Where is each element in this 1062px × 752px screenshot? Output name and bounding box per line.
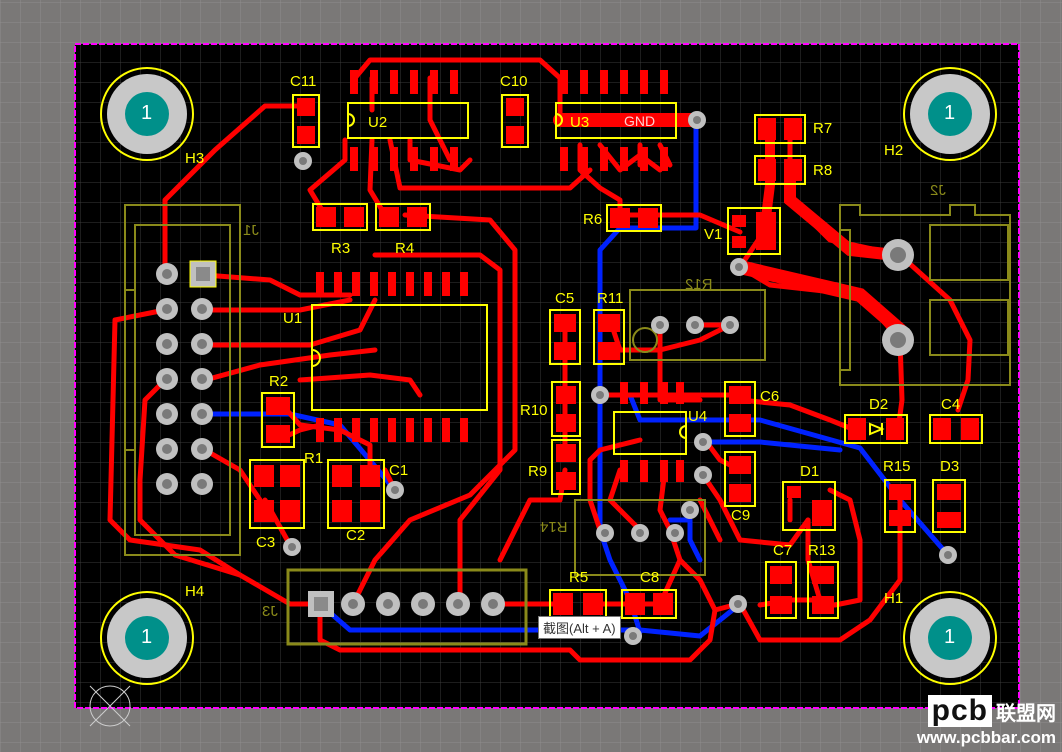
watermark-url: www.pcbbar.com xyxy=(916,728,1056,747)
watermark-pcb: pcb xyxy=(927,695,992,727)
label-d1: D1 xyxy=(800,463,820,480)
ic-u1 xyxy=(311,272,488,442)
screenshot-tooltip: 截图(Alt + A) xyxy=(538,616,621,639)
label-j3: J3 xyxy=(262,603,278,620)
label-c11: C11 xyxy=(290,73,317,90)
label-j1: J1 xyxy=(243,222,259,239)
label-r2: R2 xyxy=(269,373,289,390)
label-r8: R8 xyxy=(813,162,833,179)
label-d2: D2 xyxy=(869,396,889,413)
label-r7: R7 xyxy=(813,120,833,137)
origin-marker-icon xyxy=(89,685,131,727)
label-r13: R13 xyxy=(808,542,836,559)
connector-j1-outline xyxy=(124,204,241,556)
label-c2: C2 xyxy=(346,527,366,544)
watermark: pcb 联盟网 www.pcbbar.com xyxy=(917,695,1056,748)
label-c3: C3 xyxy=(256,534,276,551)
label-c8: C8 xyxy=(640,569,660,586)
label-r5: R5 xyxy=(569,569,589,586)
potentiometer-r14 xyxy=(574,499,706,576)
label-c5: C5 xyxy=(555,290,575,307)
label-r14: R14 xyxy=(540,518,568,535)
label-r15: R15 xyxy=(883,458,911,475)
watermark-chinese: 联盟网 xyxy=(996,700,1056,725)
label-r11: R11 xyxy=(597,290,624,307)
mount-hole-h3 xyxy=(100,67,194,161)
mount-hole-h2 xyxy=(903,67,997,161)
potentiometer-r12 xyxy=(629,289,766,361)
label-h1: H1 xyxy=(884,590,904,607)
label-c7: C7 xyxy=(773,542,793,559)
ic-u2 xyxy=(347,70,469,171)
label-r3: R3 xyxy=(331,240,351,257)
passive-components xyxy=(249,94,983,619)
label-v1: V1 xyxy=(704,226,723,243)
label-c9: C9 xyxy=(731,507,751,524)
label-d3: D3 xyxy=(940,458,960,475)
label-j2: J2 xyxy=(930,182,946,199)
vias xyxy=(283,111,957,645)
mount-hole-h1 xyxy=(903,591,997,685)
label-gnd-net: GND xyxy=(624,113,656,129)
mount-hole-h4-number: 1 xyxy=(141,626,153,648)
connector-j2 xyxy=(839,204,1011,386)
label-r9: R9 xyxy=(528,463,548,480)
label-r6: R6 xyxy=(583,211,603,228)
label-u3: U3 xyxy=(570,114,590,131)
label-u2: U2 xyxy=(368,114,388,131)
board-outline xyxy=(74,43,1020,709)
mount-hole-h2-number: 1 xyxy=(944,102,956,124)
ic-u3 xyxy=(555,70,677,171)
watermark-logo: pcb 联盟网 xyxy=(927,695,1056,727)
label-r10: R10 xyxy=(520,402,548,419)
mount-hole-h4 xyxy=(100,591,194,685)
label-c6: C6 xyxy=(760,388,780,405)
label-h2: H2 xyxy=(884,142,904,159)
label-c4: C4 xyxy=(941,396,961,413)
mount-hole-h1-number: 1 xyxy=(944,626,956,648)
connector-j3 xyxy=(286,568,528,646)
label-u4: U4 xyxy=(688,408,708,425)
ic-u4 xyxy=(613,382,687,482)
label-r12: R12 xyxy=(685,276,713,293)
label-u1: U1 xyxy=(283,310,303,327)
label-r1: R1 xyxy=(304,450,324,467)
mount-hole-h3-number: 1 xyxy=(141,102,153,124)
label-c10: C10 xyxy=(500,73,528,90)
connector-j2-pads xyxy=(882,239,914,356)
label-h4: H4 xyxy=(185,583,205,600)
label-c1: C1 xyxy=(389,462,409,479)
label-r4: R4 xyxy=(395,240,415,257)
label-h3: H3 xyxy=(185,150,205,167)
connector-j1-pads xyxy=(156,260,217,495)
